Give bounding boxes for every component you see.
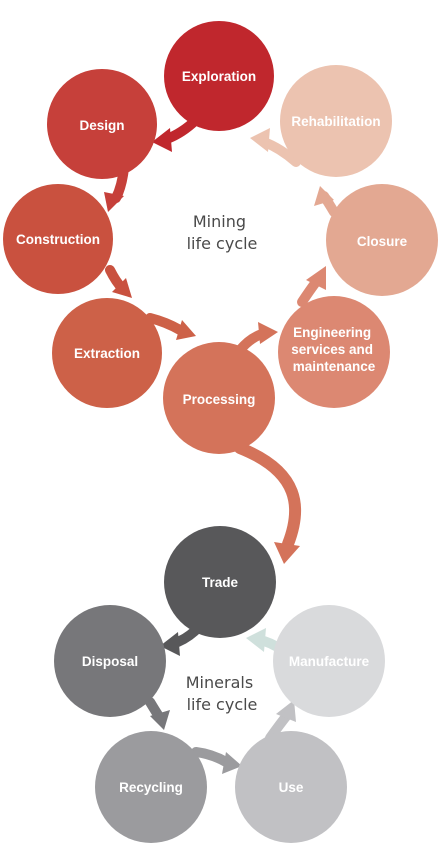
node-exploration-circle <box>164 21 274 131</box>
arrow-head-processing <box>176 320 196 340</box>
arrow-head-construction <box>104 192 124 212</box>
node-design-circle <box>47 69 157 179</box>
node-exploration-label: Exploration <box>182 69 256 84</box>
node-extraction-circle <box>52 298 162 408</box>
arrow-head-disposal <box>160 632 180 656</box>
node-processing-label: Processing <box>183 392 256 407</box>
node-manufacture: Manufacture <box>273 605 385 717</box>
arrow-head-manufacture <box>276 700 296 722</box>
arrow-head-use <box>222 752 242 774</box>
engineering-label-line-3: maintenance <box>293 359 376 374</box>
node-use: Use <box>235 731 347 843</box>
node-trade: Trade <box>164 526 276 638</box>
node-engineering-services-label: Engineering services and maintenance <box>291 325 377 374</box>
node-rehabilitation-label: Rehabilitation <box>291 114 380 129</box>
arrow-head-engineering <box>258 322 278 344</box>
node-design: Design <box>47 69 157 179</box>
node-disposal: Disposal <box>54 605 166 717</box>
mining-nodes: Exploration Design Construction Extracti… <box>3 21 438 454</box>
node-recycling-circle <box>95 731 207 843</box>
node-extraction-label: Extraction <box>74 346 140 361</box>
connector-processing-to-trade <box>234 442 302 564</box>
node-trade-circle <box>164 526 276 638</box>
node-closure: Closure <box>326 184 438 296</box>
minerals-nodes: Trade Disposal Recycling Use Manufacture <box>54 526 385 843</box>
mining-title-line-1: Mining <box>193 212 246 231</box>
node-disposal-label: Disposal <box>82 654 138 669</box>
node-design-label: Design <box>79 118 124 133</box>
node-trade-label: Trade <box>202 575 239 590</box>
engineering-label-line-1: Engineering <box>293 325 371 340</box>
connector-line <box>234 442 302 550</box>
node-engineering-services-circle <box>278 296 390 408</box>
node-construction: Construction <box>3 184 113 294</box>
node-recycling: Recycling <box>95 731 207 843</box>
node-manufacture-circle <box>273 605 385 717</box>
node-construction-circle <box>3 184 113 294</box>
node-disposal-circle <box>54 605 166 717</box>
node-closure-circle <box>326 184 438 296</box>
mining-cycle-title: Mining life cycle <box>187 212 258 253</box>
node-use-label: Use <box>279 780 304 795</box>
node-construction-label: Construction <box>16 232 100 247</box>
arrow-recycling-to-use <box>191 747 231 767</box>
minerals-arrows <box>145 623 296 774</box>
node-use-circle <box>235 731 347 843</box>
arrow-head-exploration <box>250 128 270 152</box>
node-manufacture-label: Manufacture <box>289 654 370 669</box>
arrow-head-design <box>152 128 172 152</box>
node-recycling-label: Recycling <box>119 780 183 795</box>
arrow-engineering-to-closure <box>297 277 321 307</box>
node-rehabilitation-circle <box>280 65 392 177</box>
connector-arrow-head <box>274 542 300 564</box>
arrow-head-rehabilitation <box>314 186 334 206</box>
arrow-head-trade <box>246 628 266 652</box>
arrow-head-extraction <box>112 278 132 298</box>
node-rehabilitation: Rehabilitation <box>280 65 392 177</box>
node-processing: Processing <box>163 342 275 454</box>
arrow-head-closure <box>306 266 326 290</box>
node-exploration: Exploration <box>164 21 274 131</box>
node-closure-label: Closure <box>357 234 408 249</box>
arrow-extraction-to-processing <box>145 313 185 335</box>
node-extraction: Extraction <box>52 298 162 408</box>
arrow-head-recycling <box>150 710 170 730</box>
minerals-title-line-2: life cycle <box>187 695 258 714</box>
node-processing-circle <box>163 342 275 454</box>
engineering-label-line-2: services and <box>291 342 373 357</box>
minerals-cycle-title: Minerals life cycle <box>186 673 259 714</box>
mining-title-line-2: life cycle <box>187 234 258 253</box>
minerals-title-line-1: Minerals <box>186 673 253 692</box>
node-engineering-services: Engineering services and maintenance <box>278 296 390 408</box>
